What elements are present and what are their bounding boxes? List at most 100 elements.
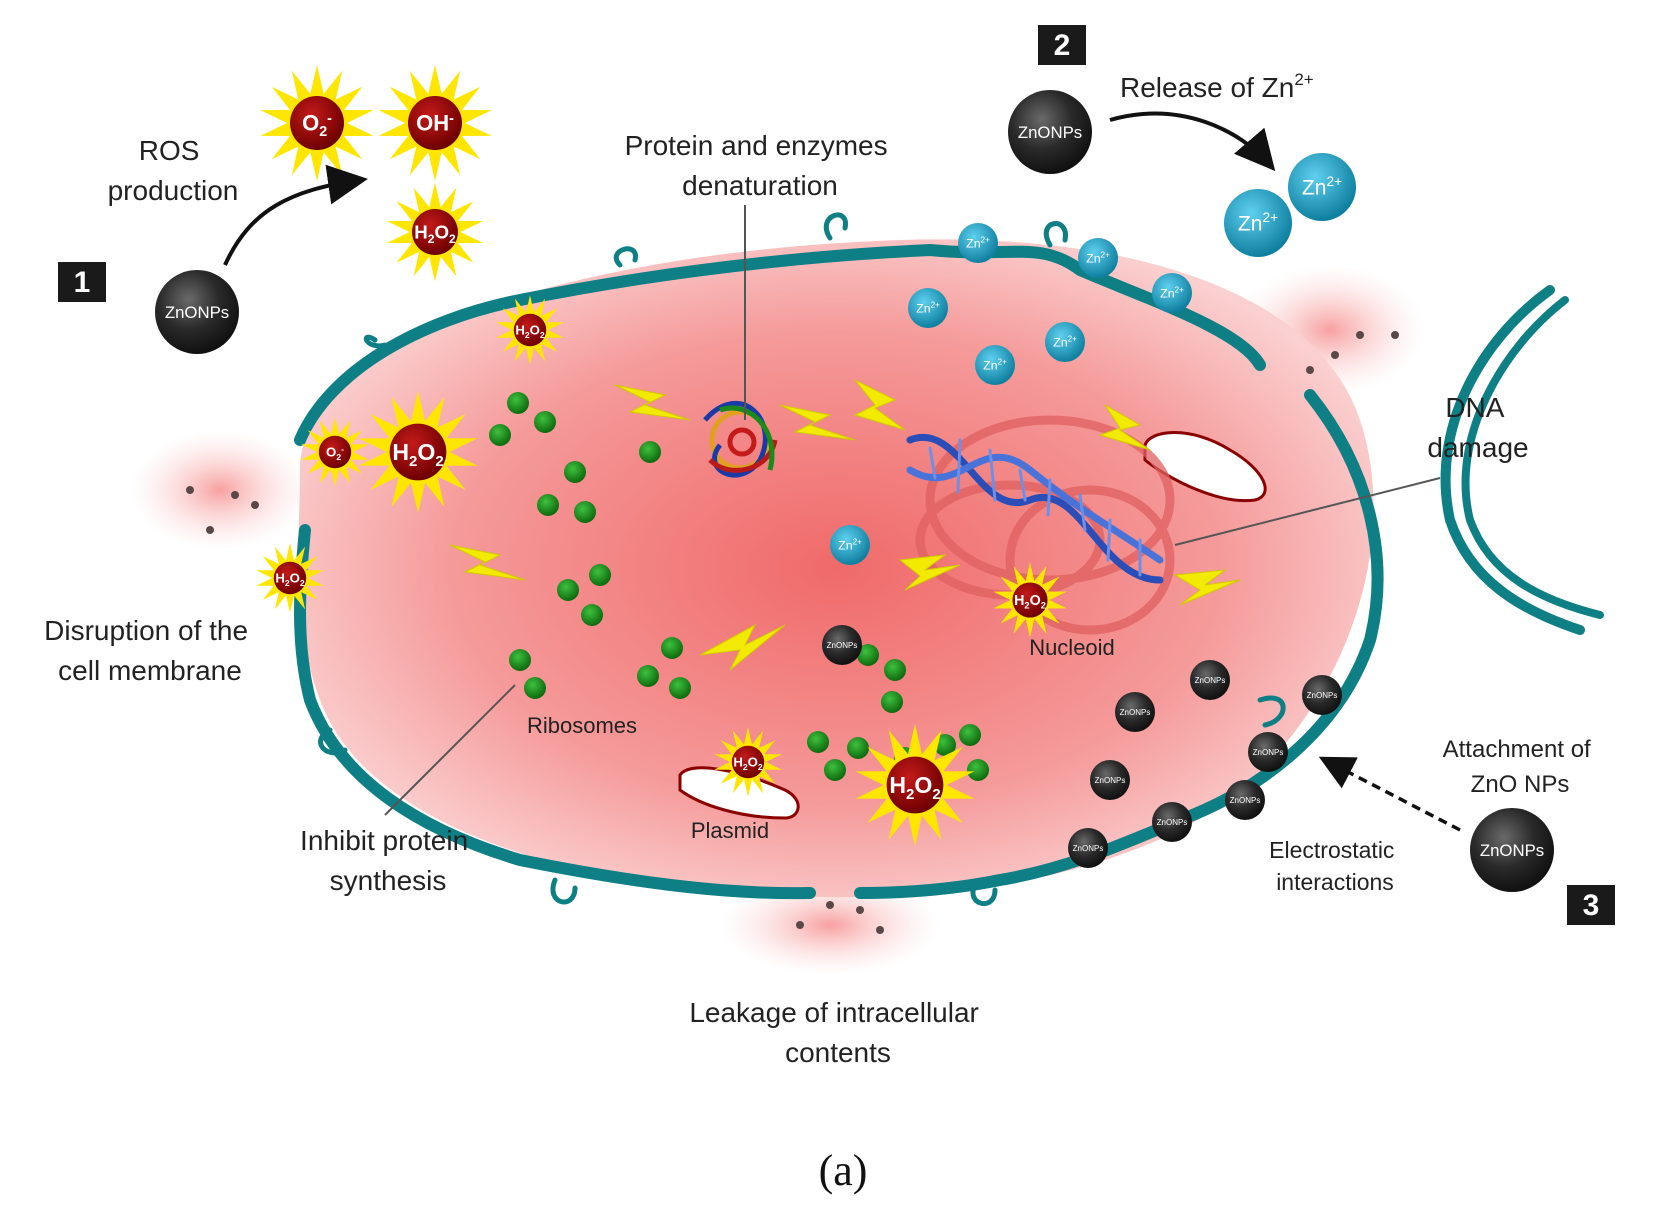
ros-core [290, 96, 344, 150]
nanoparticle-body [1248, 732, 1288, 772]
ros-formula-part: O [1030, 593, 1041, 609]
ribosome [934, 734, 956, 756]
zno-nanoparticle: ZnONPs [1008, 90, 1092, 174]
label-nucleoid: Nucleoid [1029, 635, 1115, 660]
label-line: damage [1427, 432, 1528, 463]
ros-formula-part: H [515, 323, 525, 338]
zn-ion-body [1152, 273, 1192, 313]
ros-formula-part: OH [416, 111, 449, 136]
zn-charge: 2+ [853, 537, 862, 546]
ros-formula-part: 2 [409, 453, 417, 470]
ros-formula: H2O2 [414, 222, 456, 247]
ros-h2o2: H2O2 [855, 724, 975, 846]
nanoparticle-label: ZnONPs [1230, 796, 1261, 805]
step-badge-1: 1 [58, 262, 106, 302]
zn-ion: Zn2+ [908, 288, 948, 328]
zno-nanoparticle: ZnONPs [1225, 780, 1265, 820]
zn-ion-body [958, 223, 998, 263]
ribosome [884, 659, 906, 681]
zn-ion-label: Zn2+ [1238, 210, 1278, 235]
zinc-ions: Zn2+Zn2+Zn2+Zn2+Zn2+Zn2+Zn2+Zn2+Zn2+ [830, 153, 1356, 565]
ros-o2: O2- [260, 65, 374, 181]
nanoparticle-body [1068, 828, 1108, 868]
ros-formula-part: 2 [758, 762, 763, 772]
nanoparticle-label: ZnONPs [165, 303, 229, 322]
leak-dot [1391, 331, 1399, 339]
cytoplasm [298, 239, 1374, 898]
zn-ion: Zn2+ [1288, 153, 1356, 221]
nanoparticle-body [1470, 808, 1554, 892]
zn-charge: 2+ [931, 300, 940, 309]
nanoparticle-body [822, 625, 862, 665]
ros-formula-part: H [1014, 593, 1024, 609]
zno-nanoparticle: ZnONPs [822, 625, 862, 665]
zn-ion-body [1224, 189, 1292, 257]
ribosome [824, 759, 846, 781]
zn-ion-label: Zn2+ [916, 300, 940, 315]
zno-nanoparticle: ZnONPs [1470, 808, 1554, 892]
zn-ion-label: Zn2+ [838, 537, 862, 552]
zn-ion: Zn2+ [830, 525, 870, 565]
label-inhibit: Inhibit protein synthesis [300, 825, 476, 896]
leaked-contents [186, 331, 1399, 934]
ribosome [661, 637, 683, 659]
label-line: cell membrane [58, 655, 242, 686]
zno-nanoparticle: ZnONPs [1190, 660, 1230, 700]
ros-formula-part: 2 [525, 330, 530, 340]
zn-charge: 2+ [1101, 250, 1110, 259]
leak-dot [1306, 366, 1314, 374]
label-superscript: 2+ [1294, 70, 1313, 89]
label-line: Disruption of the [44, 615, 248, 646]
denatured-protein [703, 400, 778, 478]
ros-formula-part: 2 [300, 578, 305, 588]
ros-h2o2: H2O2 [714, 727, 782, 797]
label-attachment: Attachment of ZnO NPs [1443, 736, 1598, 798]
ribosome-group [489, 392, 989, 781]
step-badge-3: 3 [1567, 885, 1615, 925]
ribosome [967, 759, 989, 781]
label-line: Protein and enzymes [625, 130, 888, 161]
zn-ion: Zn2+ [1045, 322, 1085, 362]
ros-formula-part: 2 [743, 762, 748, 772]
ros-core [412, 209, 458, 255]
ribosome [959, 724, 981, 746]
leak-dot [796, 921, 804, 929]
ros-formula-part: O [417, 439, 435, 465]
zno-nanoparticle: ZnONPs [1248, 732, 1288, 772]
ros-formula-part: H [275, 571, 285, 586]
leak-dot [206, 526, 214, 534]
ribosome [639, 441, 661, 463]
zn-symbol: Zn [1160, 286, 1175, 300]
ribosome [881, 691, 903, 713]
ros-formula-part: O [302, 111, 319, 136]
ros-formula: H2O2 [889, 772, 940, 803]
ros-core [731, 745, 765, 779]
ros-formula-part: 2 [1024, 601, 1029, 611]
zn-ion-body [975, 345, 1015, 385]
nanoparticle-label: ZnONPs [1253, 748, 1284, 757]
label-line: DNA [1445, 392, 1504, 423]
zno-nanoparticle: ZnONPs [1115, 692, 1155, 732]
ros-formula-part: H [889, 772, 906, 798]
zn-ion: Zn2+ [1152, 273, 1192, 313]
ros-formula-part: 2 [906, 786, 914, 803]
ribosome [574, 501, 596, 523]
zn-ion-label: Zn2+ [1086, 250, 1110, 265]
ros-formula: OH- [416, 111, 454, 136]
ros-formula-part: 2 [319, 124, 327, 140]
label-line: ROS [139, 135, 200, 166]
zn-symbol: Zn [1302, 176, 1327, 199]
label-line: ZnO NPs [1471, 771, 1570, 798]
dna-helix [906, 434, 1164, 584]
label-line: denaturation [682, 170, 838, 201]
label-ribosomes: Ribosomes [527, 713, 637, 738]
zno-nanoparticle: ZnONPs [1068, 828, 1108, 868]
zn-ion-body [1045, 322, 1085, 362]
zn-charge: 2+ [1175, 285, 1184, 294]
label-line: Electrostatic [1269, 837, 1394, 863]
attachment-arrow [1318, 756, 1461, 832]
ros-production-arrow [223, 164, 368, 266]
zn-ion-body [1078, 238, 1118, 278]
zn-ion: Zn2+ [975, 345, 1015, 385]
